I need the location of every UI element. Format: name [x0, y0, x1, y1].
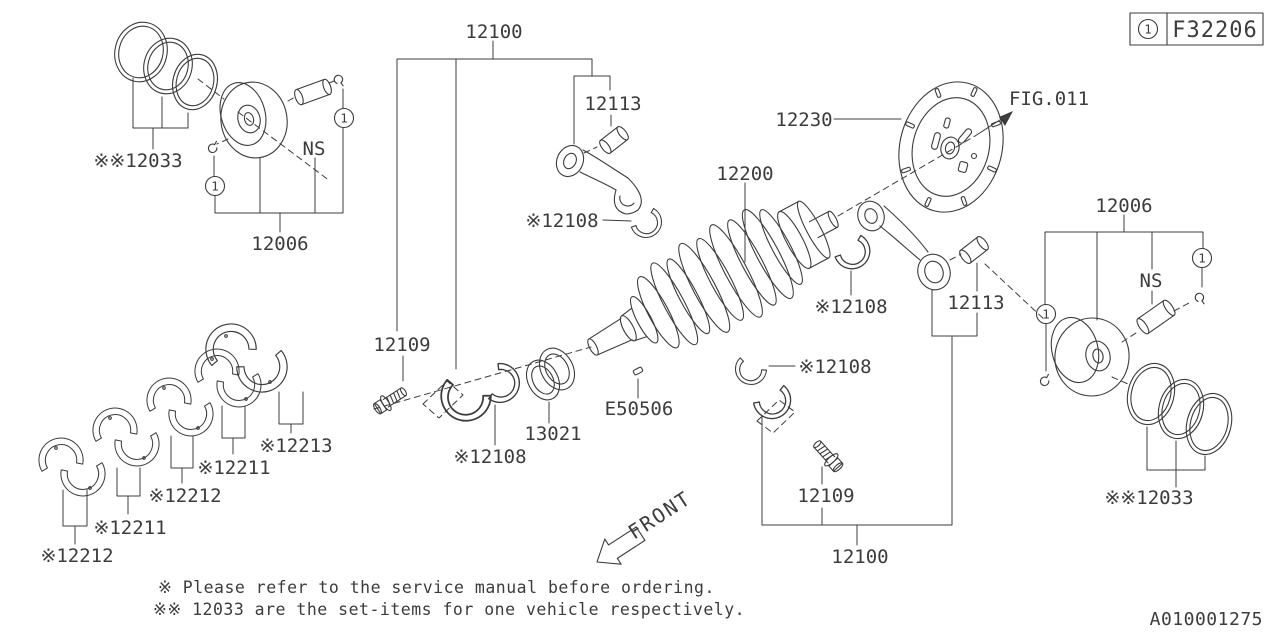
rod-piston-dash-right [949, 253, 1047, 322]
bearing-shell [60, 462, 106, 497]
ns-label-left: NS [303, 138, 326, 160]
bearing-shell [168, 402, 214, 437]
main-bearing-sets [38, 323, 304, 545]
part-label-13021: 13021 [524, 423, 581, 445]
rod-bearing-shell-left [630, 207, 663, 239]
piston-pin-left [294, 78, 332, 106]
part-label-12108-center-right: ※12108 [798, 356, 871, 378]
main-bearing-shell-right-b [752, 384, 792, 420]
part-label-12200: 12200 [716, 163, 773, 185]
bracket-12033-right [1146, 426, 1206, 488]
part-label-12108-rod-left: ※12108 [525, 210, 598, 232]
bearing-shell [92, 407, 138, 442]
part-label-12006-right: 12006 [1095, 195, 1152, 217]
bearing-cap-ghost-right [756, 399, 796, 434]
part-label-12109-left: 12109 [373, 334, 430, 356]
crankshaft-drawing [587, 200, 839, 356]
snap-ring-right-inner [1194, 292, 1205, 305]
part-label-12212-upper: ※12212 [148, 485, 221, 507]
circled-1-text: 1 [1198, 251, 1206, 266]
fig-leader-dashed [837, 135, 976, 217]
ref-box-marker: 1 [1144, 22, 1152, 37]
part-label-12212-lower: ※12212 [40, 545, 113, 567]
rod-bearing-shell-rear [834, 234, 871, 270]
leader-12108-rod-left [602, 219, 632, 222]
part-label-12006-left: 12006 [251, 233, 308, 255]
document-number: A010001275 [1150, 609, 1263, 630]
rod-bushing-right [959, 236, 989, 264]
circled-1-left-upper: 1 [333, 107, 355, 129]
main-bearing-shell-center [440, 378, 492, 422]
circled-1-text: 1 [1042, 307, 1050, 322]
part-label-12113-right: 12113 [947, 292, 1004, 314]
circled-1-left-lower: 1 [204, 175, 226, 197]
part-label-12213: ※12213 [259, 435, 332, 457]
bearing-shell-thrust [205, 323, 257, 367]
front-direction-arrow-icon [596, 526, 646, 565]
part-label-12033-right: ※※12033 [1104, 487, 1193, 509]
part-label-12100-bottom: 12100 [831, 546, 888, 568]
bracket-12100-bottom [761, 336, 953, 546]
fig-arrowhead-icon [999, 111, 1013, 126]
front-direction-label: FRONT [624, 486, 696, 544]
piston-left [219, 81, 288, 159]
piston-right [1050, 316, 1130, 397]
rod-bushing-left [599, 126, 629, 154]
assembly-dashed-lines-left [197, 78, 335, 182]
pin-e50506 [632, 366, 644, 376]
rod-bolt-left [373, 387, 408, 415]
part-label-12108-bottom: ※12108 [453, 446, 526, 468]
circled-1-right-upper: 1 [1191, 247, 1213, 269]
circled-1-right-lower: 1 [1035, 303, 1057, 325]
part-label-12230: 12230 [775, 109, 832, 131]
part-label-12113-upper: 12113 [584, 93, 641, 115]
piston-ring-set-right [1126, 362, 1233, 456]
bracket-12100-top [396, 40, 612, 370]
bearing-shell [194, 348, 240, 383]
bracket-12113-right [931, 262, 978, 337]
snap-ring-left-upper [333, 74, 344, 87]
snap-ring-left-lower [207, 140, 218, 154]
bracket-12006-right [1044, 214, 1204, 372]
drive-plate-drawing [898, 81, 1004, 213]
main-bearing-shell-right-a [734, 357, 768, 385]
piston-ring-set-left [114, 21, 219, 111]
ns-label-right: NS [1140, 270, 1163, 292]
bearing-cap-ghost-left [422, 380, 464, 419]
rod-bushing-dash-left [583, 146, 598, 154]
rod-bolt-right [813, 440, 844, 473]
reference-box: 1 F32206 [1129, 12, 1264, 46]
bracket-12006-left [213, 88, 344, 233]
circled-1-icon [1137, 18, 1159, 40]
crank-axis-dashed [373, 346, 592, 410]
main-bearing-shell-plain [487, 362, 521, 404]
part-label-12211-upper: ※12211 [197, 457, 270, 479]
bearing-shell [114, 432, 160, 467]
circled-1-text: 1 [211, 179, 219, 194]
part-label-12108-rear: ※12108 [814, 296, 887, 318]
circled-1-text: 1 [340, 111, 348, 126]
piston-pin-right [1136, 299, 1176, 335]
bearing-shell [216, 373, 262, 408]
connecting-rod-right [857, 200, 951, 291]
bearing-shell-thrust [236, 349, 288, 393]
crank-washer-13021 [525, 347, 576, 401]
bearing-shell [38, 437, 84, 472]
note-line-1: ※ Please refer to the service manual bef… [158, 578, 715, 597]
assembly-dashed-lines-right [1111, 302, 1190, 385]
bearing-shell [146, 377, 192, 412]
connecting-rod-left [555, 144, 642, 215]
drive-plate-rim-slots [901, 87, 1001, 207]
part-label-e50506: E50506 [605, 398, 674, 420]
note-line-2: ※※ 12033 are the set-items for one vehic… [153, 600, 745, 619]
fig-011-ref: FIG.011 [1009, 88, 1089, 110]
part-label-12211-lower: ※12211 [93, 517, 166, 539]
ref-box-code: F32206 [1172, 18, 1257, 43]
bracket-12033-left [132, 77, 189, 150]
part-label-12033-left: ※※12033 [93, 150, 182, 172]
snap-ring-right-outer [1039, 373, 1050, 387]
part-label-12100-top: 12100 [465, 21, 522, 43]
part-label-12109-right: 12109 [797, 485, 854, 507]
